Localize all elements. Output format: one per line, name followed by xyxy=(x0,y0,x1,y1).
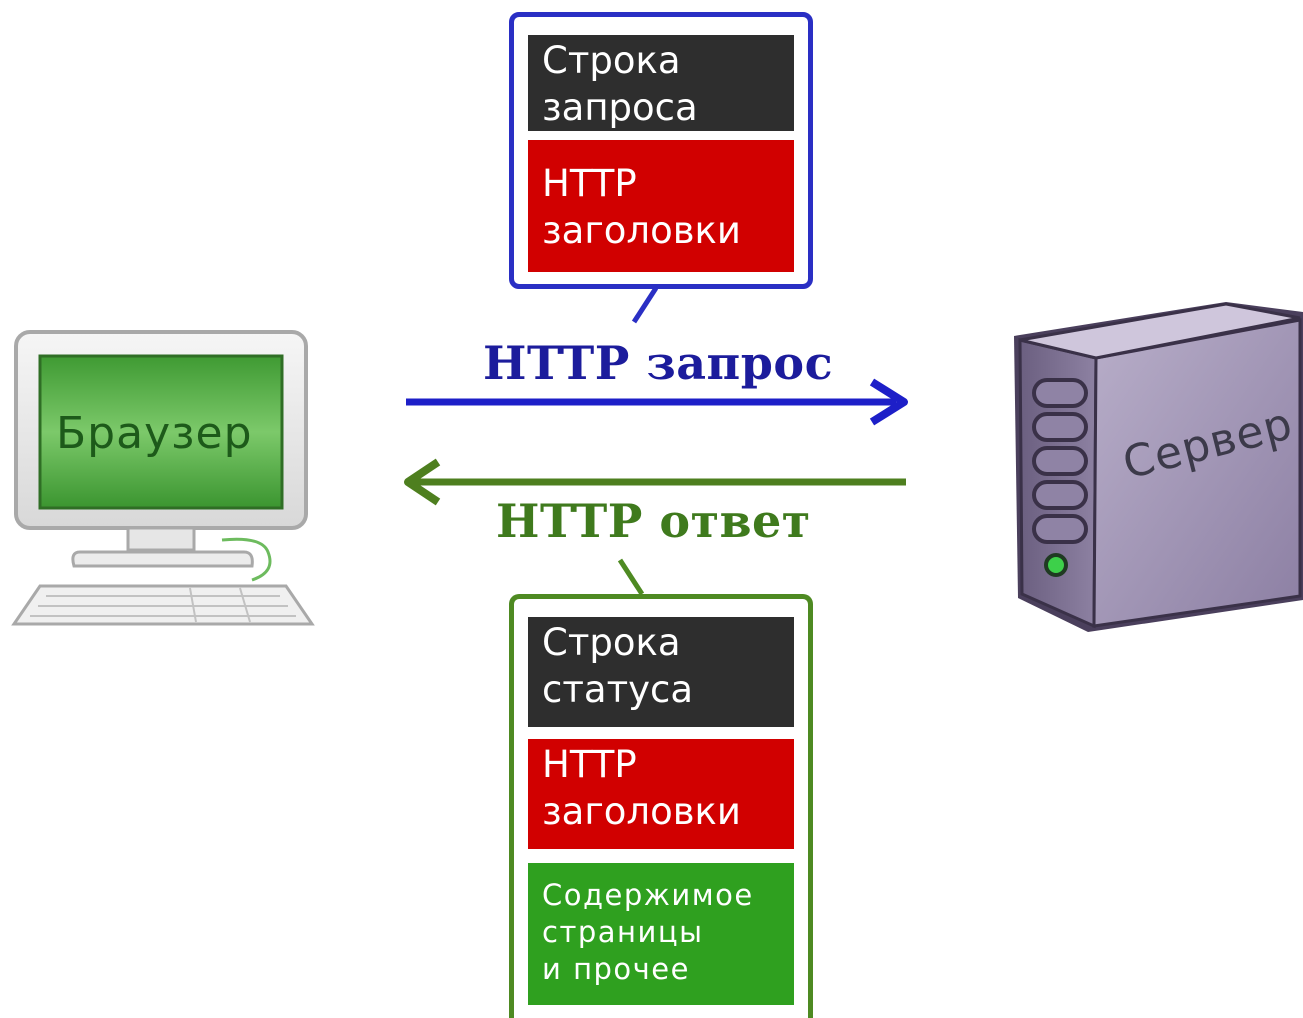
browser-label: Браузер xyxy=(56,408,253,459)
computer-icon xyxy=(11,330,315,626)
request-headers-block: HTTP заголовки xyxy=(528,140,794,272)
response-body-block: Содержимое страницы и прочее xyxy=(528,863,794,1005)
request-message-box: Строка запроса HTTP заголовки xyxy=(509,12,813,289)
response-status-block: Строка статуса xyxy=(528,617,794,727)
response-arrow-label: HTTP ответ xyxy=(496,494,811,548)
request-line-block: Строка запроса xyxy=(528,35,794,131)
request-connector xyxy=(631,286,659,324)
arrow-left-icon xyxy=(404,458,906,506)
response-connector xyxy=(617,558,645,596)
response-headers-block: HTTP заголовки xyxy=(528,739,794,849)
arrow-right-icon xyxy=(406,378,908,426)
server-icon xyxy=(1014,302,1303,632)
response-message-box: Строка статуса HTTP заголовки Содержимое… xyxy=(509,594,813,1018)
request-arrow-label: HTTP запрос xyxy=(483,336,834,390)
